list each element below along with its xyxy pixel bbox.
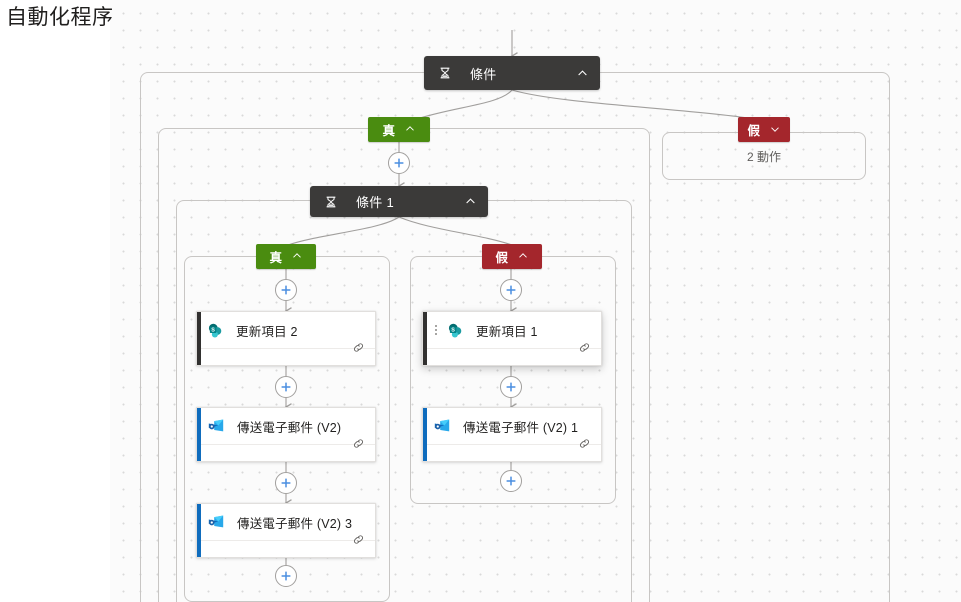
condition-label: 條件 1 bbox=[356, 195, 395, 210]
sharepoint-icon: S bbox=[447, 322, 464, 339]
action-title: 傳送電子郵件 (V2) bbox=[237, 420, 342, 435]
card-header[interactable]: 傳送電子郵件 (V2) bbox=[201, 408, 375, 445]
card-header[interactable]: S 更新項目 1 bbox=[427, 312, 601, 349]
action-card-update-item-2[interactable]: S 更新項目 2 bbox=[196, 311, 376, 366]
branch-label: 真 bbox=[269, 251, 283, 265]
page-title: 自動化程序 bbox=[6, 6, 114, 29]
action-title: 更新項目 2 bbox=[236, 324, 298, 339]
branch-badge-false-root[interactable]: 假 bbox=[738, 117, 790, 142]
chevron-up-icon[interactable] bbox=[405, 123, 415, 137]
card-footer bbox=[201, 504, 375, 557]
action-card-send-email-v2[interactable]: 傳送電子郵件 (V2) bbox=[196, 407, 376, 462]
chevron-down-icon[interactable] bbox=[770, 123, 780, 137]
add-step-button[interactable] bbox=[275, 279, 297, 301]
add-step-button[interactable] bbox=[500, 376, 522, 398]
action-title: 更新項目 1 bbox=[476, 324, 538, 339]
link-icon[interactable] bbox=[352, 341, 365, 359]
action-title: 傳送電子郵件 (V2) 3 bbox=[237, 516, 353, 531]
add-step-button[interactable] bbox=[275, 376, 297, 398]
link-icon[interactable] bbox=[578, 341, 591, 359]
condition-label: 條件 bbox=[470, 66, 497, 82]
action-card-send-email-v2-1[interactable]: 傳送電子郵件 (V2) 1 bbox=[422, 407, 602, 462]
card-accent-bar bbox=[197, 408, 201, 461]
link-icon[interactable] bbox=[352, 437, 365, 455]
card-footer bbox=[201, 408, 375, 461]
condition-icon bbox=[438, 66, 452, 80]
action-title: 傳送電子郵件 (V2) 1 bbox=[463, 420, 579, 435]
drag-handle-icon[interactable] bbox=[431, 325, 441, 335]
branch-badge-false-nested[interactable]: 假 bbox=[482, 244, 542, 269]
action-card-update-item-1[interactable]: S 更新項目 1 bbox=[422, 311, 602, 366]
card-header[interactable]: 傳送電子郵件 (V2) 3 bbox=[201, 504, 375, 541]
add-step-button[interactable] bbox=[500, 470, 522, 492]
action-card-send-email-v2-3[interactable]: 傳送電子郵件 (V2) 3 bbox=[196, 503, 376, 558]
card-header[interactable]: S 更新項目 2 bbox=[201, 312, 375, 349]
card-footer bbox=[427, 408, 601, 461]
add-step-button[interactable] bbox=[388, 152, 410, 174]
condition-icon bbox=[324, 195, 338, 209]
sharepoint-icon: S bbox=[207, 322, 224, 339]
card-accent-bar bbox=[197, 312, 201, 365]
branch-label: 假 bbox=[747, 124, 761, 138]
chevron-up-icon[interactable] bbox=[292, 250, 302, 264]
card-accent-bar bbox=[423, 408, 427, 461]
condition-node-nested[interactable]: 條件 1 bbox=[310, 186, 488, 217]
add-step-button[interactable] bbox=[500, 279, 522, 301]
add-step-button[interactable] bbox=[275, 565, 297, 587]
link-icon[interactable] bbox=[578, 437, 591, 455]
svg-text:S: S bbox=[211, 327, 215, 333]
add-step-button[interactable] bbox=[275, 472, 297, 494]
chevron-up-icon[interactable] bbox=[465, 196, 476, 207]
branch-label: 假 bbox=[495, 251, 509, 265]
branch-badge-true-nested[interactable]: 真 bbox=[256, 244, 316, 269]
outlook-icon bbox=[207, 417, 225, 435]
collapsed-action-count: 2 動作 bbox=[746, 149, 781, 164]
card-header[interactable]: 傳送電子郵件 (V2) 1 bbox=[427, 408, 601, 445]
chevron-up-icon[interactable] bbox=[577, 68, 588, 79]
link-icon[interactable] bbox=[352, 533, 365, 551]
chevron-up-icon[interactable] bbox=[518, 250, 528, 264]
card-footer bbox=[201, 312, 375, 365]
branch-label: 真 bbox=[382, 124, 396, 138]
card-footer bbox=[427, 312, 601, 365]
card-accent-bar bbox=[197, 504, 201, 557]
card-accent-bar bbox=[423, 312, 427, 365]
condition-node-root[interactable]: 條件 bbox=[424, 56, 600, 90]
svg-text:S: S bbox=[451, 327, 455, 333]
outlook-icon bbox=[207, 513, 225, 531]
branch-badge-true-root[interactable]: 真 bbox=[368, 117, 430, 142]
outlook-icon bbox=[433, 417, 451, 435]
